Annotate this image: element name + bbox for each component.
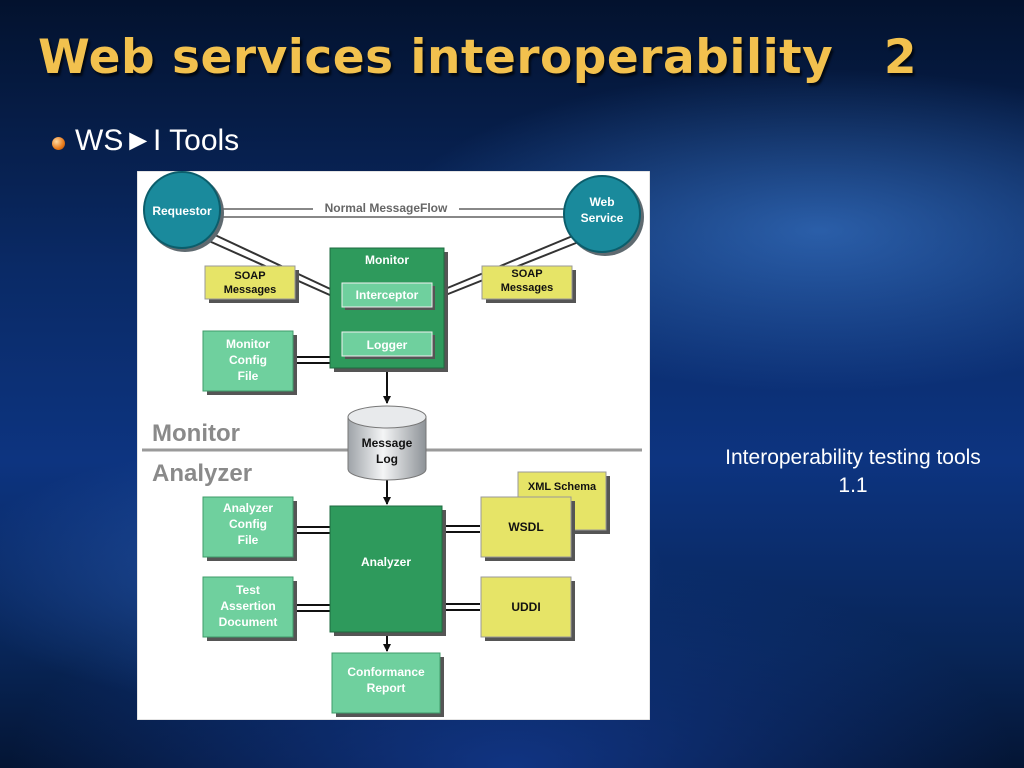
message-log-database <box>347 405 427 481</box>
conformance-line1: Conformance <box>347 665 425 679</box>
monitor-box-label: Monitor <box>365 253 409 267</box>
message-flow-label: Normal MessageFlow <box>325 201 448 215</box>
wsdl-label: WSDL <box>508 520 543 534</box>
analyzer-config-line1: Analyzer <box>223 501 273 515</box>
xml-schema-label: XML Schema <box>528 481 597 493</box>
conformance-line2: Report <box>367 681 406 695</box>
monitor-config-line3: File <box>238 369 259 383</box>
message-log-line1: Message <box>362 436 413 450</box>
soap-messages-left <box>204 265 296 300</box>
test-assertion-line2: Assertion <box>220 599 275 613</box>
bullet-icon <box>52 136 65 150</box>
bullet-item: WS►I Tools <box>52 124 239 158</box>
uddi-box <box>480 576 572 638</box>
soap-right-line2: Messages <box>501 282 554 294</box>
monitor-config-file <box>202 330 294 392</box>
conformance-report <box>331 652 441 714</box>
web-service-label-line1: Web <box>589 195 614 209</box>
interceptor-label: Interceptor <box>356 288 419 302</box>
monitor-config-line1: Monitor <box>226 337 270 351</box>
test-assertion-line1: Test <box>236 583 260 597</box>
test-assertion-line3: Document <box>219 615 278 629</box>
message-log-line2: Log <box>376 452 398 466</box>
interceptor-box <box>341 282 433 308</box>
web-service-node <box>563 175 641 253</box>
soap-left-line1: SOAP <box>234 270 265 282</box>
diagram-caption: Interoperability testing tools 1.1 <box>725 446 981 497</box>
web-service-label-line2: Service <box>581 211 624 225</box>
monitor-config-line2: Config <box>229 353 267 367</box>
requestor-label: Requestor <box>152 204 212 218</box>
test-assertion-document <box>202 576 294 638</box>
uddi-label: UDDI <box>511 600 540 614</box>
logger-box <box>341 331 433 357</box>
logger-label: Logger <box>367 338 408 352</box>
analyzer-label: Analyzer <box>361 555 411 569</box>
analyzer-config-line3: File <box>238 533 259 547</box>
soap-right-line1: SOAP <box>511 268 542 280</box>
bullet-text: WS►I Tools <box>75 124 240 157</box>
analyzer-config-file <box>202 496 294 558</box>
monitor-section-label: Monitor <box>152 420 240 447</box>
wsdl-box <box>480 496 572 558</box>
soap-left-line2: Messages <box>224 284 277 296</box>
soap-messages-right <box>481 265 573 300</box>
analyzer-config-line2: Config <box>229 517 267 531</box>
analyzer-section-label: Analyzer <box>152 460 252 487</box>
slide-title: Web services interoperability 2 <box>38 30 918 85</box>
requestor-node <box>143 171 221 249</box>
analyzer-box <box>329 505 443 633</box>
architecture-diagram: Requestor Web Service Normal MessageFlow… <box>136 170 651 721</box>
